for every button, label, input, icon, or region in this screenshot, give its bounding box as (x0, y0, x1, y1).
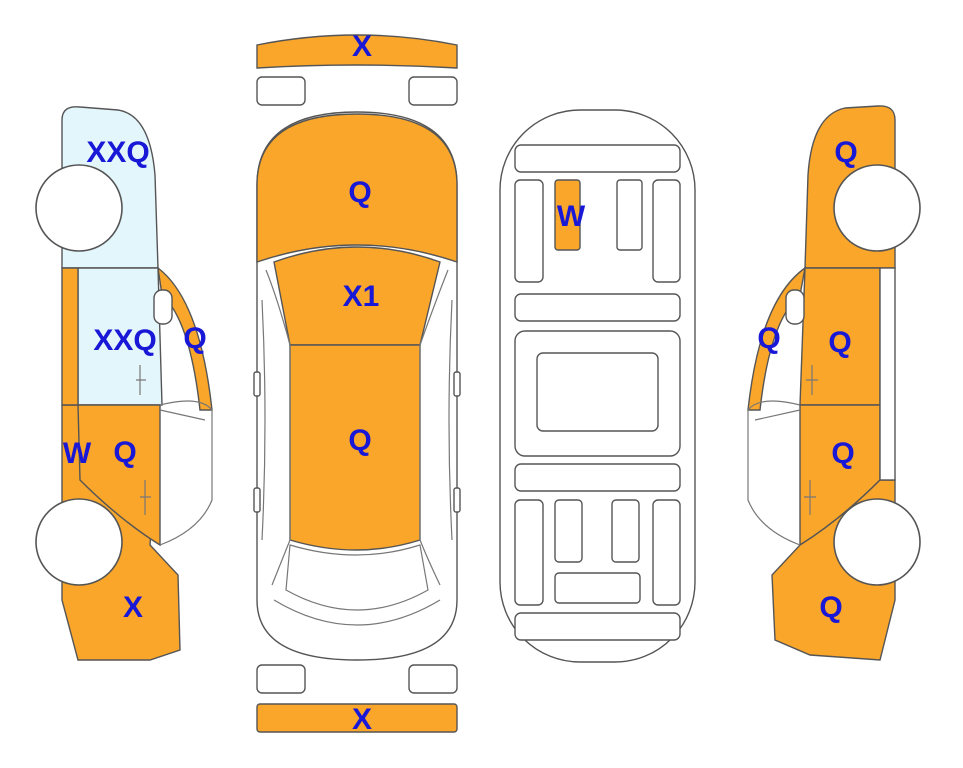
left-rear-door[interactable] (77, 404, 161, 547)
rear-right-light (408, 664, 458, 694)
top-view (253, 34, 461, 733)
label-left-rear-quarter: X (123, 591, 143, 624)
left-rear-wheel (35, 498, 123, 586)
label-right-rear-door: Q (831, 437, 854, 470)
right-rear-mirror (453, 487, 461, 513)
label-underbody: W (557, 200, 586, 233)
left-front-wheel (35, 164, 123, 252)
right-front-wheel (833, 164, 921, 252)
front-right-light (408, 76, 458, 106)
left-rocker[interactable] (61, 267, 79, 406)
label-windshield: X1 (343, 280, 380, 313)
right-mirror (453, 371, 461, 397)
underbody-view (499, 109, 696, 663)
label-right-a-pillar: Q (757, 322, 780, 355)
label-left-rear-door: Q (113, 436, 136, 469)
hood[interactable] (256, 113, 458, 263)
label-left-a-pillar: Q (183, 322, 206, 355)
label-left-front-fender: XXQ (86, 136, 149, 169)
label-rear-bumper: X (352, 703, 372, 736)
left-mirror (253, 371, 261, 397)
left-rear-mirror (253, 487, 261, 513)
windshield[interactable] (273, 246, 441, 346)
label-front-bumper: X (352, 30, 372, 63)
right-sill (879, 267, 896, 481)
label-right-rear-quarter: Q (819, 591, 842, 624)
label-right-front-fender: Q (834, 136, 857, 169)
underbody-damaged-part[interactable] (554, 179, 581, 251)
left-side-view (35, 106, 213, 661)
rear-bumper[interactable] (256, 703, 458, 733)
label-left-front-door: XXQ (93, 324, 156, 357)
rear-left-light (256, 664, 306, 694)
label-roof: Q (348, 424, 371, 457)
front-left-light (256, 76, 306, 106)
label-left-rocker: W (63, 437, 92, 470)
front-bumper[interactable] (256, 34, 458, 69)
right-rear-wheel (833, 498, 921, 586)
rear-window (285, 544, 429, 611)
label-hood: Q (348, 176, 371, 209)
label-right-front-door: Q (828, 326, 851, 359)
right-side-view (747, 105, 921, 661)
damage-labels: X Q X1 Q X W XXQ XXQ Q W Q X Q Q Q Q Q (63, 30, 858, 736)
